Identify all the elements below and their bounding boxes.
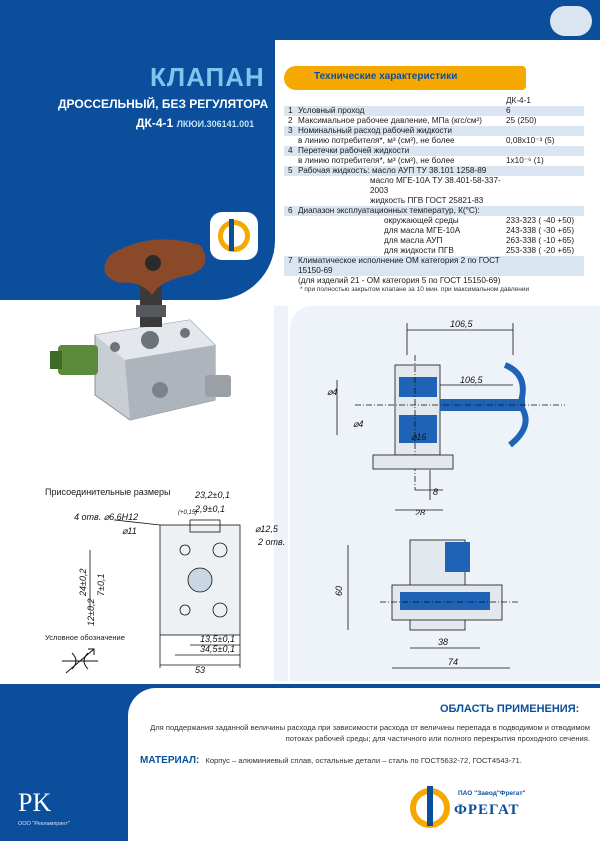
dim-mount-5: ⌀11 xyxy=(122,526,137,536)
spec-row: в линию потребителя*, м³ (см³), не более… xyxy=(298,136,555,145)
mount-title: Присоединительные размеры xyxy=(45,487,171,497)
dim-side-2: 106,5 xyxy=(460,375,484,385)
model-name: ДК-4-1 xyxy=(136,116,174,130)
footer-white-card xyxy=(128,688,600,841)
company-name: ПАО "Завод"Фрегат" xyxy=(458,790,526,797)
dim-side-7: 28 xyxy=(414,508,425,515)
drawing-side-band xyxy=(274,306,288,681)
dim-front-2: 38 xyxy=(438,637,448,647)
dim-front-3: 74 xyxy=(448,657,458,667)
pk-letters: PK xyxy=(18,788,52,817)
dim-mount-6: ⌀12,5 xyxy=(255,524,279,534)
corner-decoration xyxy=(550,6,592,36)
dim-mount-1: 23,2±0,1 xyxy=(194,490,230,500)
mounting-dimensions-drawing: 23,2±0,1 2,9±0,1 4 отв. ⌀6,6H12 (+0,15) … xyxy=(74,490,285,675)
dim-mount-7: 2 отв. xyxy=(257,537,285,547)
throttle-symbol-icon xyxy=(62,648,98,674)
dim-side-1: 106,5 xyxy=(450,319,474,329)
dim-mount-12: 34,5±0,1 xyxy=(200,644,235,654)
material-label: МАТЕРИАЛ: xyxy=(140,755,200,766)
dim-side-3: ⌀4 xyxy=(327,387,337,397)
dim-mount-8: 24±0,2 xyxy=(78,569,88,597)
valve-photo xyxy=(50,239,231,421)
model-code: ЛКЮИ.306141.001 xyxy=(176,119,255,129)
dim-mount-2: 2,9±0,1 xyxy=(194,504,225,514)
dim-mount-10: 12±0,2 xyxy=(86,599,96,626)
dim-front-1: 60 xyxy=(334,586,344,596)
specs-column-header: ДК-4-1 xyxy=(284,96,584,106)
pk-caption: ООО "Реклампринт" xyxy=(18,821,70,827)
spec-row: масло МГЕ-10А ТУ 38.401-58-337-2003 xyxy=(370,176,501,195)
page-title: КЛАПАН xyxy=(150,62,265,92)
side-section-drawing: 106,5 106,5 ⌀4 ⌀4 ⌀16 8 28 xyxy=(327,319,565,515)
front-view-drawing: 60 38 74 xyxy=(334,539,520,669)
spec-row: в линию потребителя*, м³ (см³), не более… xyxy=(298,156,544,165)
material-text: Корпус – алюминиевый сплав, остальные де… xyxy=(205,756,522,765)
specs-footnote: * при полностью закрытом клапане за 10 м… xyxy=(300,286,530,293)
material-line: МАТЕРИАЛ: Корпус – алюминиевый сплав, ост… xyxy=(140,755,590,766)
dim-mount-11: 13,5±0,1 xyxy=(200,634,235,644)
dim-side-6: 8 xyxy=(433,487,438,497)
spec-row: жидкость ПГВ ГОСТ 25821-83 xyxy=(370,196,484,205)
footer-band xyxy=(0,684,600,841)
specs-heading: Технические характеристики xyxy=(314,71,458,82)
fregat-logo: ПАО "Завод"Фрегат" ФРЕГАТ xyxy=(410,786,590,836)
dim-mount-3: 4 отв. ⌀6,6H12 xyxy=(74,512,138,522)
dim-side-5: ⌀16 xyxy=(411,432,426,442)
pk-logo-icon: PK xyxy=(18,788,66,836)
specs-heading-bar: Технические характеристики xyxy=(284,66,526,90)
fregat-mark-icon xyxy=(410,786,450,828)
application-heading: ОБЛАСТЬ ПРИМЕНЕНИЯ: xyxy=(440,703,580,715)
application-text: Для поддержания заданной величины расход… xyxy=(150,723,590,743)
model-line: ДК-4-1 ЛКЮИ.306141.001 xyxy=(136,116,254,130)
symbol-label: Условное обозначение xyxy=(45,633,125,642)
dim-mount-4: (+0,15) xyxy=(178,510,197,516)
dim-side-4: ⌀4 xyxy=(353,419,363,429)
brand-name: ФРЕГАТ xyxy=(454,802,520,818)
fregat-badge-icon xyxy=(210,212,258,260)
dim-mount-9: 7±0,1 xyxy=(96,574,106,596)
spec-row: (для изделий 21 - ОМ категория 5 по ГОСТ… xyxy=(298,276,501,285)
column-header-value: ДК-4-1 xyxy=(506,96,531,105)
page-subtitle: ДРОССЕЛЬНЫЙ, БЕЗ РЕГУЛЯТОРА xyxy=(58,97,269,111)
dim-mount-13: 53 xyxy=(195,665,205,675)
